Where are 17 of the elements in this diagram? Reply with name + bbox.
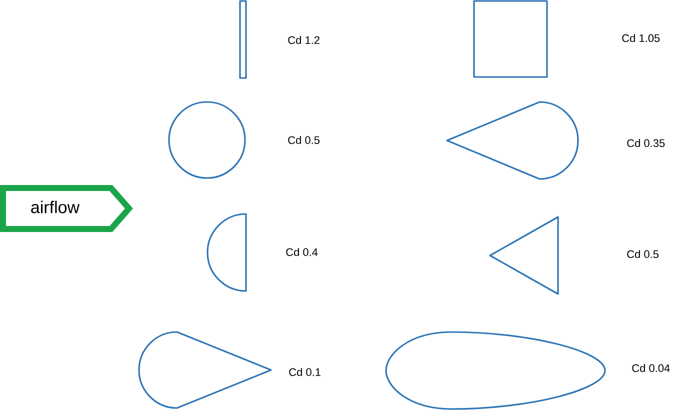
- circle-outline: [168, 101, 246, 179]
- coefficient-label: Cd 0.5: [288, 136, 320, 144]
- coefficient-label: Cd 0.04: [632, 364, 670, 372]
- half-circle-outline: [206, 213, 247, 292]
- arrow-box: airflow: [0, 185, 133, 232]
- coefficient-label: Cd 0.1: [289, 368, 320, 376]
- plate-outline: [239, 0, 247, 79]
- airfoil-outline: [385, 331, 606, 410]
- coefficient-label: Cd 1.05: [622, 34, 660, 42]
- triangle-outline: [489, 216, 559, 295]
- coefficient-label: Cd 1.2: [288, 36, 320, 44]
- coefficient-label: Cd 0.4: [286, 248, 318, 256]
- square-outline: [473, 0, 548, 78]
- teardrop-outline: [138, 331, 272, 409]
- coefficient-label: Cd 0.5: [627, 250, 659, 258]
- coefficient-label: Cd 0.35: [627, 138, 665, 148]
- teardrop-outline: [446, 101, 579, 180]
